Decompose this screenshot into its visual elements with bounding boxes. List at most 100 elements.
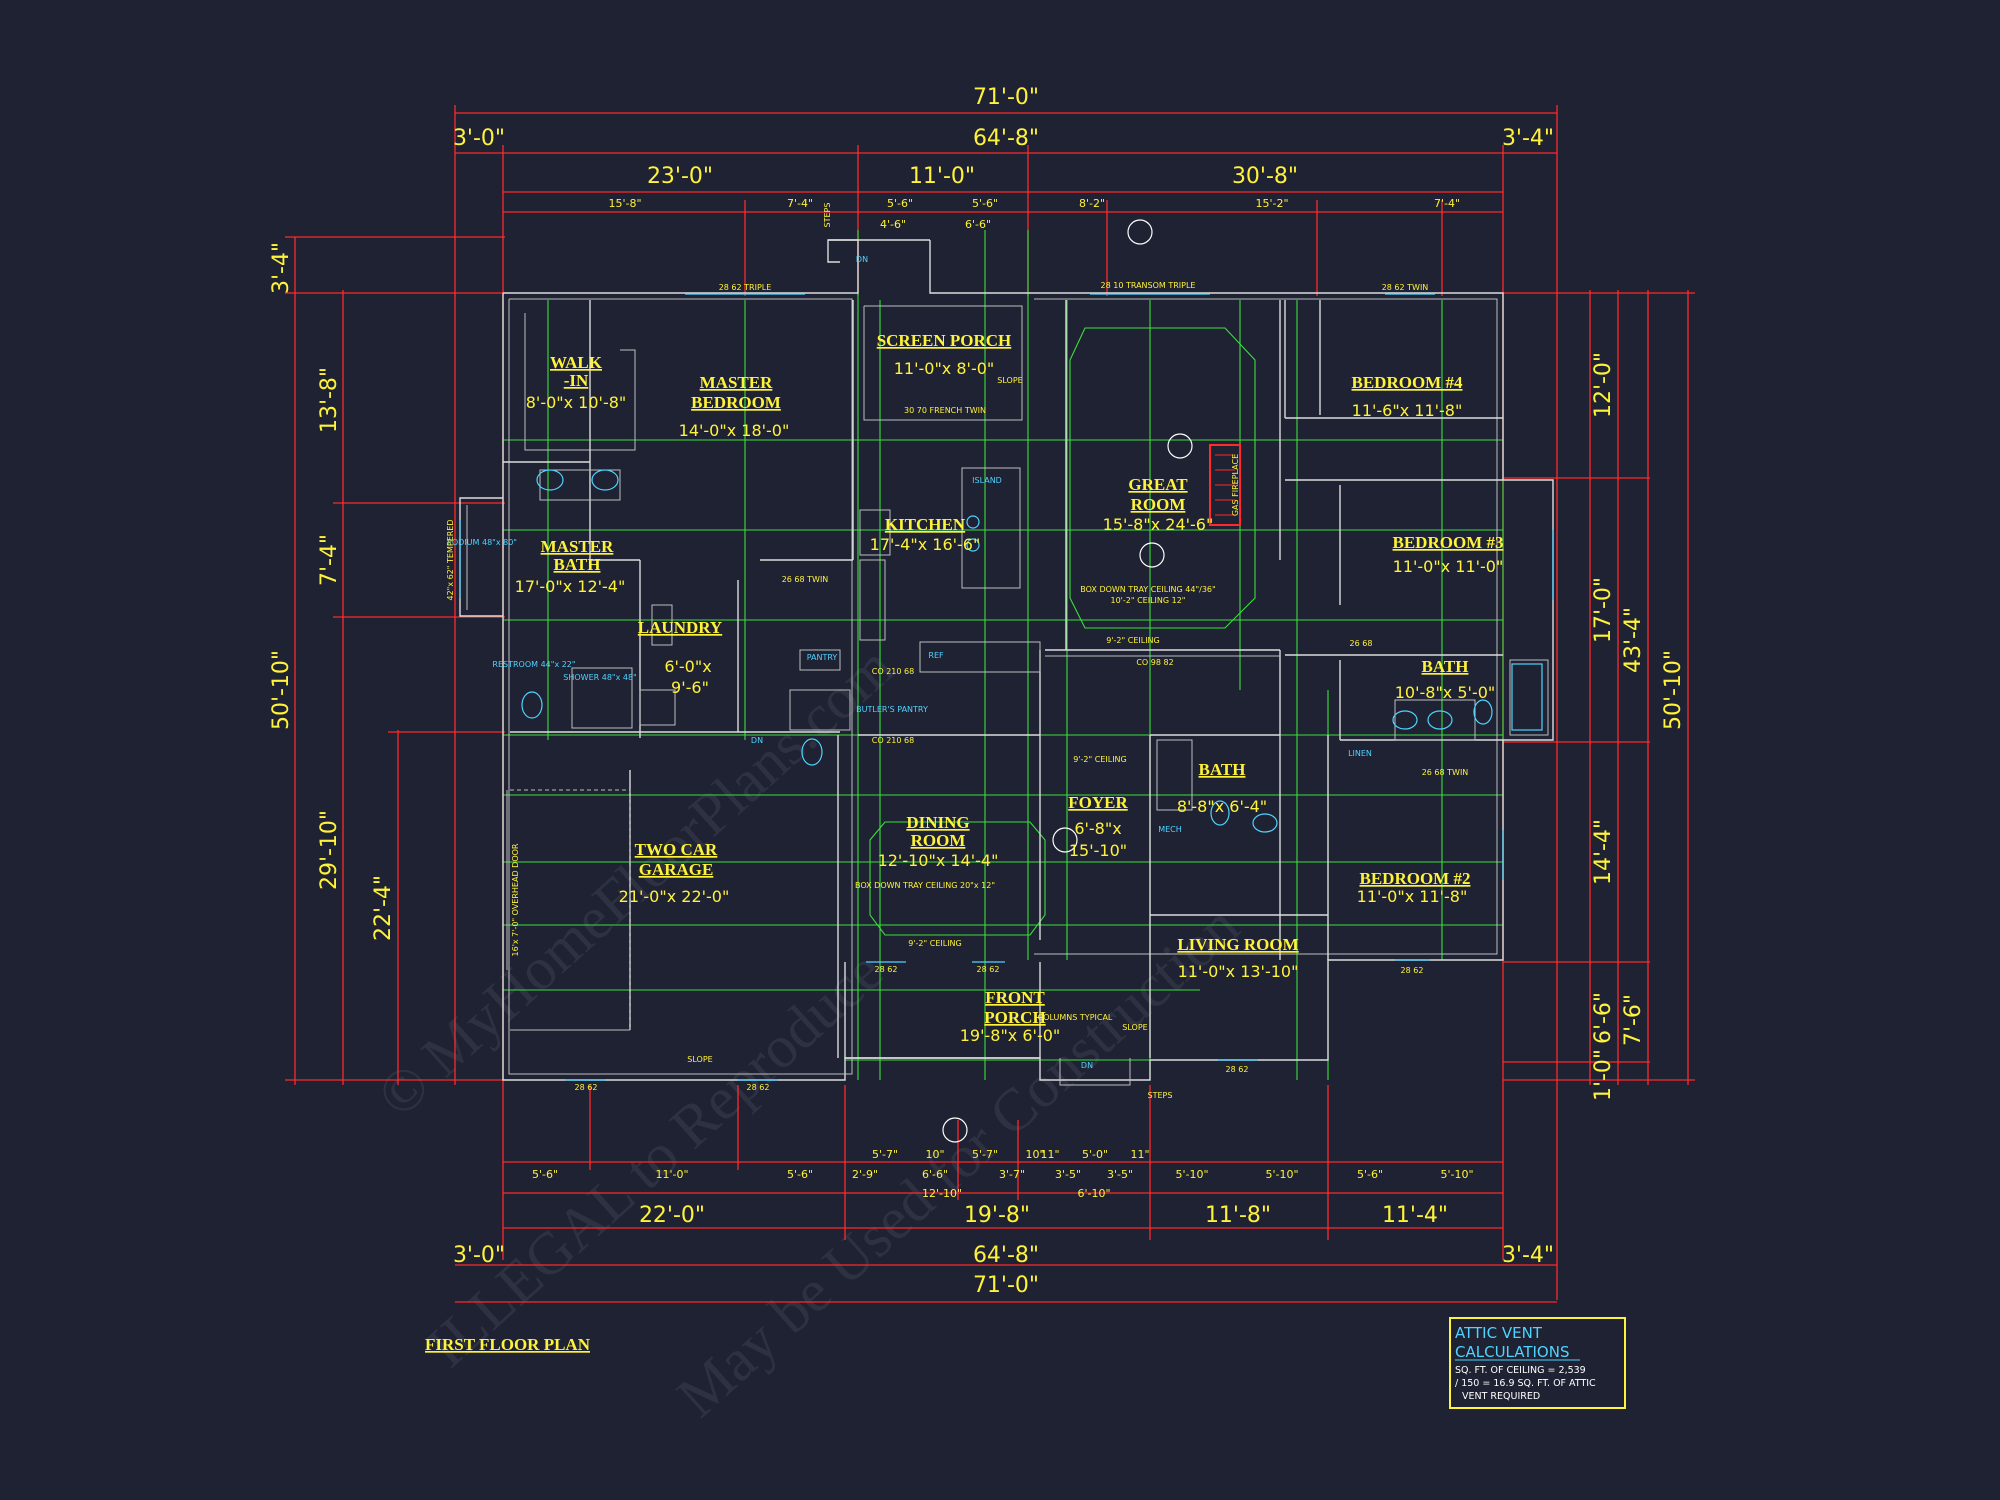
dim-bot-seg-1: 22'-0" (639, 1203, 705, 1228)
dim-bot-small3-1: 12'-10" (922, 1187, 962, 1200)
dim-bot-overall: 71'-0" (973, 1273, 1039, 1298)
watermark: © MyHomeFloorPlans.com ILLEGAL to Reprod… (365, 633, 1252, 1430)
dim-top-seg-1: 23'-0" (647, 164, 713, 189)
dim-top-small-6: 15'-2" (1255, 197, 1288, 210)
dim-top-small-2: 7'-4" (787, 197, 813, 210)
dim-bot-small-1: 5'-6" (532, 1168, 558, 1181)
opening-note: CO 210 68 (872, 736, 914, 745)
dim-right-outer: 50'-10" (1661, 650, 1686, 730)
dim-bot-small-5: 6'-6" (922, 1168, 948, 1181)
svg-text:MASTER: MASTER (541, 537, 614, 556)
dim-bot-small-9: 5'-10" (1175, 1168, 1208, 1181)
shower-note: SHOWER 48"x 48" (563, 673, 636, 682)
dim-bot-small-2: 11'-0" (655, 1168, 688, 1181)
room-garage: TWO CAR GARAGE 21'-0"x 22'-0" (619, 840, 730, 906)
dim-top-small-7: 7'-4" (1434, 197, 1460, 210)
room-bedroom-4: BEDROOM #4 11'-6"x 11'-8" (1352, 373, 1463, 420)
dim-bot-left-ext: 3'-0" (453, 1243, 505, 1268)
dim-top-left-ext: 3'-0" (453, 126, 505, 151)
room-size: 21'-0"x 22'-0" (619, 887, 730, 906)
room-size: 10'-8"x 5'-0" (1395, 683, 1496, 702)
mech-label: MECH (1158, 825, 1182, 834)
ceiling-note: 9'-2" CEILING (1073, 755, 1127, 764)
attic-vent-box: ATTIC VENT CALCULATIONS SQ. FT. OF CEILI… (1449, 1317, 1626, 1409)
svg-text:MASTER: MASTER (700, 373, 773, 392)
window-note: 28 62 (575, 1083, 598, 1092)
door-note: 30 70 FRENCH TWIN (904, 406, 986, 415)
dim-bot-small-4: 2'-9" (852, 1168, 878, 1181)
opening-note: CO 210 68 (872, 667, 914, 676)
svg-text:BATH: BATH (1199, 760, 1246, 779)
room-kitchen: KITCHEN 17'-4"x 16'-6" (870, 515, 981, 554)
dim-bot-seg-2: 19'-8" (964, 1203, 1030, 1228)
plan-title: FIRST FLOOR PLAN (425, 1335, 591, 1354)
svg-text:LIVING ROOM: LIVING ROOM (1177, 935, 1298, 954)
dim-left-mid-1: 3'-4" (269, 242, 294, 294)
window-note: 28 62 (747, 1083, 770, 1092)
svg-text:GARAGE: GARAGE (639, 860, 714, 879)
room-size: 19'-8"x 6'-0" (960, 1026, 1061, 1045)
attic-title-2: CALCULATIONS (1455, 1343, 1569, 1361)
svg-text:15'-10": 15'-10" (1069, 841, 1127, 860)
restroom-note: RESTROOM 44"x 22" (492, 660, 575, 669)
svg-text:ROOM: ROOM (911, 831, 966, 850)
room-size: 17'-4"x 16'-6" (870, 535, 981, 554)
room-size: 11'-0"x 13'-10" (1178, 962, 1299, 981)
dim-top-overall: 71'-0" (973, 85, 1039, 110)
dim-bot-small2-4: 10" (1025, 1148, 1044, 1161)
linen-label: LINEN (1348, 749, 1372, 758)
opening-note: CO 98 82 (1136, 658, 1173, 667)
dim-bot-seg-4: 11'-4" (1382, 1203, 1448, 1228)
room-bath-upper: BATH 10'-8"x 5'-0" (1395, 657, 1496, 702)
attic-title-1: ATTIC VENT (1455, 1324, 1543, 1342)
dim-top-small-8: 4'-6" (880, 218, 906, 231)
svg-text:BEDROOM: BEDROOM (691, 393, 781, 412)
dim-bot-small2-7: 11" (1130, 1148, 1149, 1161)
steps-label: STEPS (1148, 1091, 1173, 1100)
window-note: 28 62 TWIN (1382, 283, 1429, 292)
dim-left-mid-4: 29'-10" (317, 810, 342, 890)
svg-text:BATH: BATH (554, 555, 601, 574)
svg-text:BEDROOM #4: BEDROOM #4 (1352, 373, 1463, 392)
room-laundry: LAUNDRY 6'-0"x 9'-6" (638, 618, 722, 697)
room-foyer: FOYER 6'-8"x 15'-10" (1068, 793, 1128, 860)
ceiling-note: BOX DOWN TRAY CEILING 44"/36" (1080, 585, 1215, 594)
down-label: DN (1081, 1061, 1093, 1070)
room-master-bath: MASTER BATH 17'-0"x 12'-4" (515, 537, 626, 596)
room-size: 8'-0"x 10'-8" (526, 393, 627, 412)
window-note: 28 62 TRIPLE (719, 283, 772, 292)
svg-text:PORCH: PORCH (984, 1008, 1045, 1027)
dim-top-seg-2: 11'-0" (909, 164, 975, 189)
dim-bot-small-6: 3'-7" (999, 1168, 1025, 1181)
pantry-label: PANTRY (807, 653, 838, 662)
room-size: 11'-6"x 11'-8" (1352, 401, 1463, 420)
room-name: WALK (550, 353, 603, 372)
svg-text:SCREEN PORCH: SCREEN PORCH (877, 331, 1012, 350)
svg-text:6'-0"x: 6'-0"x (664, 657, 711, 676)
dim-bot-small3-2: 6'-10" (1077, 1187, 1110, 1200)
room-walk-in: WALK -IN 8'-0"x 10'-8" (526, 353, 627, 412)
dim-bot-right-ext: 3'-4" (1502, 1243, 1554, 1268)
columns-note: COLUMNS TYPICAL (1038, 1013, 1113, 1022)
ceiling-note: 10'-2" CEILING 12" (1111, 596, 1186, 605)
dim-right-mid-1: 43'-4" (1621, 607, 1646, 673)
dim-top-small-4: 5'-6" (972, 197, 998, 210)
room-size: 12'-10"x 14'-4" (878, 851, 999, 870)
dim-top-small-5: 8'-2" (1079, 197, 1105, 210)
dim-left-inner: 22'-4" (371, 875, 396, 941)
room-screen-porch: SCREEN PORCH 11'-0"x 8'-0" (877, 331, 1012, 378)
dim-bot-small-10: 5'-10" (1265, 1168, 1298, 1181)
dim-right-inner-3: 14'-4" (1591, 819, 1616, 885)
svg-text:LAUNDRY: LAUNDRY (638, 618, 722, 637)
room-size: 17'-0"x 12'-4" (515, 577, 626, 596)
dim-bot-small2-5: 11" (1040, 1148, 1059, 1161)
tempered-note: 42"x 62" TEMPERED (446, 519, 455, 600)
door-note: 26 68 TWIN (782, 575, 829, 584)
island-label: ISLAND (972, 476, 1002, 485)
annotations: 28 62 TRIPLE 28 10 TRANSOM TRIPLE 28 62 … (446, 203, 1468, 1100)
window-note: 28 62 (977, 965, 1000, 974)
room-size: 14'-0"x 18'-0" (679, 421, 790, 440)
room-size: 8'-8"x 6'-4" (1177, 797, 1267, 816)
room-great-room: GREAT ROOM 15'-8"x 24'-6" (1103, 475, 1214, 534)
room-size: 15'-8"x 24'-6" (1103, 515, 1214, 534)
